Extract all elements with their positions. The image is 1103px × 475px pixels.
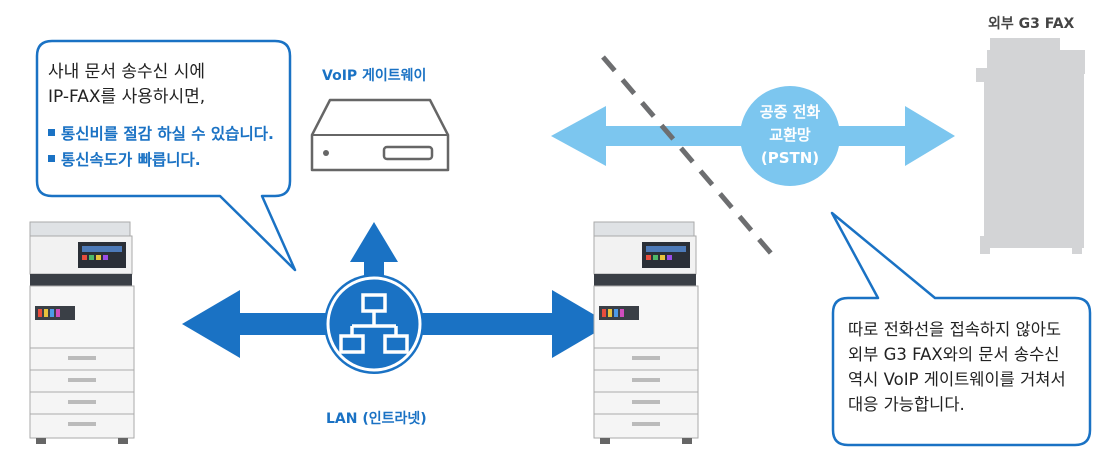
bullet-text: 통신속도가 빠릅니다. [61,151,201,169]
pstn-line2: 교환망 [769,126,811,144]
bubble-left-line2: IP-FAX를 사용하시면, [48,87,206,107]
bubble-left-bullet-1: 통신비를 절감 하실 수 있습니다. [48,122,274,146]
bubble-left-bullet-2: 통신속도가 빠릅니다. [48,148,201,172]
bubble-right-line4: 대응 가능합니다. [848,395,965,414]
voip-gateway-device-icon [310,98,450,172]
lan-label: LAN (인트라넷) [326,411,427,427]
left-speech-bubble [35,39,297,272]
multifunction-printer-icon [29,221,135,444]
pstn-arrow [551,86,955,186]
pstn-line1: 공중 전화 [759,103,821,121]
right-speech-bubble [830,211,1092,447]
bubble-right-line3: 역시 VoIP 게이트웨이를 거쳐서 [848,370,1066,389]
bullet-text: 통신비를 절감 하실 수 있습니다. [61,125,274,143]
bubble-right-line1: 따로 전화선을 접속하지 않아도 [848,320,1062,339]
multifunction-printer-icon [593,221,699,444]
pstn-line3: (PSTN) [760,149,820,167]
external-fax-label: 외부 G3 FAX [988,16,1075,32]
external-fax-icon [976,38,1085,254]
bullet-square-icon [48,129,55,136]
voip-gateway-label: VoIP 게이트웨이 [322,68,427,84]
bullet-square-icon [48,155,55,162]
bubble-right-line2: 외부 G3 FAX와의 문서 송수신 [848,345,1060,364]
network-hierarchy-icon [324,274,424,374]
dashed-disconnect-line [601,55,777,260]
bubble-left-line1: 사내 문서 송수신 시에 [48,62,205,82]
